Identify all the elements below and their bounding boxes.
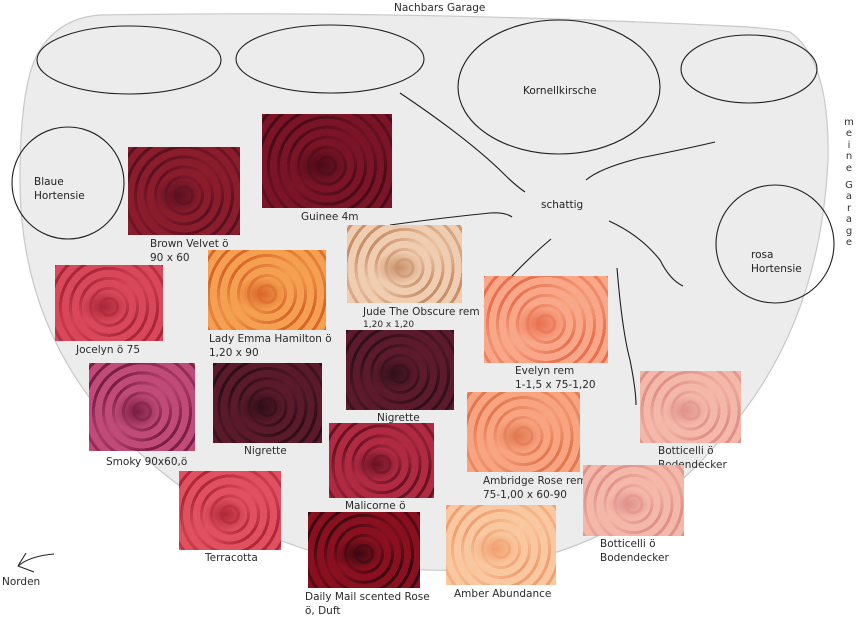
rose-photo-nigrette-center	[346, 330, 454, 410]
rose-photo-botticelli-bottom	[583, 465, 684, 536]
rose-photo-botticelli-top	[640, 371, 741, 443]
rose-label-line2: 1,20 x 90	[209, 347, 259, 359]
rose-label-line1: Lady Emma Hamilton ö	[209, 333, 332, 345]
rose-label-line1: Botticelli ö	[600, 538, 656, 550]
rose-label-terracotta: Terracotta	[205, 552, 258, 564]
shade-line-ne	[585, 141, 716, 181]
rose-label-line1: Brown Velvet ö	[150, 238, 229, 250]
rosa-hortensie-label: rosa Hortensie	[751, 248, 802, 276]
rose-label-line2: ö, Duft	[305, 605, 341, 617]
rose-label-nigrette-center: Nigrette	[377, 412, 420, 424]
rose-label-amber-abundance: Amber Abundance	[454, 588, 552, 600]
rose-photo-ambridge-rose	[467, 392, 580, 472]
rose-photo-lady-emma-hamilton	[208, 250, 326, 330]
blaue-hortensie-line1: Blaue	[34, 176, 64, 188]
kornellkirsche-oval	[457, 19, 661, 155]
rose-label-jude-the-obscure: Jude The Obscure rem 1,20 x 1,20	[363, 305, 480, 331]
rosa-hortensie-line1: rosa	[751, 249, 774, 261]
shade-line-se	[608, 220, 684, 287]
rose-label-line2: Bodendecker	[600, 552, 669, 564]
rose-label-botticelli-bottom: Botticelli ö Bodendecker	[600, 537, 669, 565]
rose-photo-evelyn	[484, 276, 608, 363]
rose-label-line1: Ambridge Rose rem	[483, 475, 587, 487]
shrub-oval-1	[36, 25, 222, 95]
shrub-oval-4	[680, 34, 818, 104]
shade-line-w	[389, 212, 513, 226]
rose-photo-nigrette-left	[213, 363, 322, 443]
rose-label-line1: Jude The Obscure rem	[363, 306, 480, 318]
rosa-hortensie-circle	[715, 184, 835, 304]
rose-label-line2: 75-1,00 x 60-90	[483, 489, 567, 501]
rose-label-ambridge-rose: Ambridge Rose rem 75-1,00 x 60-90	[483, 474, 587, 502]
neighbor-garage-label: Nachbars Garage	[394, 2, 486, 14]
rosa-hortensie-line2: Hortensie	[751, 263, 802, 275]
shade-line-s	[616, 267, 637, 406]
rose-label-smoky: Smoky 90x60,ö	[106, 456, 188, 468]
rose-label-line1: Daily Mail scented Rose	[305, 591, 430, 603]
rose-photo-amber-abundance	[446, 505, 556, 585]
rose-photo-terracotta	[179, 471, 281, 550]
blaue-hortensie-line2: Hortensie	[34, 190, 85, 202]
rose-label-nigrette-left: Nigrette	[244, 445, 287, 457]
shrub-oval-2	[235, 24, 425, 94]
rose-photo-guinee	[262, 114, 392, 208]
rose-photo-daily-mail	[308, 512, 420, 588]
blaue-hortensie-label: Blaue Hortensie	[34, 175, 85, 203]
rose-label-evelyn: Evelyn rem 1-1,5 x 75-1,20	[515, 364, 596, 392]
rose-photo-jude-the-obscure	[347, 225, 462, 303]
rose-photo-jocelyn	[55, 265, 163, 341]
blaue-hortensie-circle	[11, 126, 125, 240]
rose-photo-smoky	[89, 363, 195, 451]
rose-photo-malicorne	[329, 423, 434, 498]
rose-label-botticelli-top: Botticelli ö Bodendecker	[658, 444, 727, 472]
kornellkirsche-label: Kornellkirsche	[523, 85, 597, 97]
rose-label-daily-mail: Daily Mail scented Rose ö, Duft	[305, 590, 430, 618]
rose-label-brown-velvet: Brown Velvet ö 90 x 60	[150, 237, 229, 265]
rose-photo-brown-velvet	[128, 147, 240, 235]
rose-label-line2: 90 x 60	[150, 252, 190, 264]
rose-label-malicorne: Malicorne ö	[345, 500, 406, 512]
rose-label-line2: 1,20 x 1,20	[363, 320, 415, 330]
rose-label-line1: Evelyn rem	[515, 365, 575, 377]
shade-zone-label: schattig	[541, 199, 584, 211]
shade-line-nw	[399, 92, 526, 193]
rose-label-line2: 1-1,5 x 75-1,20	[515, 379, 596, 391]
compass-label: Norden	[2, 576, 41, 588]
north-arrow-icon	[17, 552, 55, 573]
rose-label-lady-emma-hamilton: Lady Emma Hamilton ö 1,20 x 90	[209, 332, 332, 360]
rose-label-guinee: Guinee 4m	[301, 211, 359, 223]
rose-label-jocelyn: Jocelyn ö 75	[76, 344, 140, 356]
rose-label-line1: Botticelli ö	[658, 445, 714, 457]
